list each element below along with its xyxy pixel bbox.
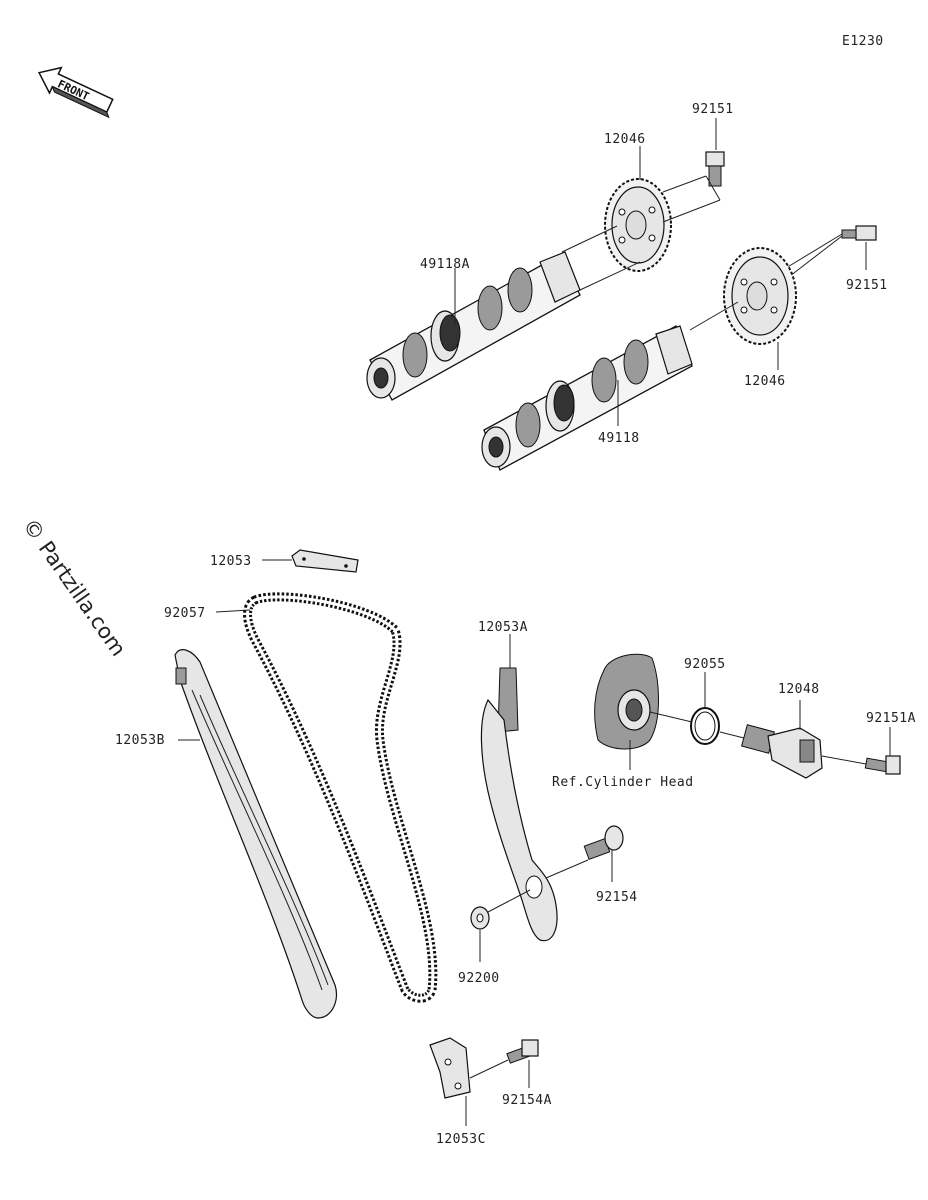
label-12053B: 12053B	[115, 733, 165, 748]
camshaft-49118	[481, 325, 693, 471]
label-92154A: 92154A	[502, 1093, 552, 1108]
label-92151-top: 92151	[692, 102, 734, 117]
bolt-92151A	[864, 755, 901, 775]
label-92057: 92057	[164, 606, 206, 621]
sprocket-12046-top	[604, 178, 672, 272]
label-92055: 92055	[684, 657, 726, 672]
bolt-92151-right	[841, 225, 877, 241]
label-49118A: 49118A	[420, 257, 470, 272]
label-92151A: 92151A	[866, 711, 916, 726]
tensioner-arm-12053A	[480, 667, 558, 942]
label-12053A: 12053A	[478, 620, 528, 635]
watermark-text: © Partzilla.com	[18, 514, 131, 661]
watermark: © Partzilla.com	[18, 514, 131, 661]
label-49118: 49118	[598, 431, 640, 446]
cylinder-head-ref	[594, 653, 659, 750]
timing-chain-92057	[243, 592, 438, 1003]
camshaft-49118A	[366, 251, 581, 401]
ref-cylinder-head: Ref.Cylinder Head	[552, 775, 694, 790]
tensioner-12048	[741, 724, 823, 779]
guide-12053	[291, 549, 359, 573]
bolt-92154A	[506, 1039, 539, 1064]
bolt-92151-top	[705, 151, 725, 187]
diagram-code: E1230	[842, 34, 884, 49]
bolt-92154	[583, 825, 624, 860]
label-12053C: 12053C	[436, 1132, 486, 1147]
label-92200: 92200	[458, 971, 500, 986]
label-12053: 12053	[210, 554, 252, 569]
label-12046-top: 12046	[604, 132, 646, 147]
label-12046-bottom: 12046	[744, 374, 786, 389]
label-12048: 12048	[778, 682, 820, 697]
label-92151-right: 92151	[846, 278, 888, 293]
label-92154: 92154	[596, 890, 638, 905]
front-arrow-icon: FRONT	[37, 66, 114, 119]
oring-92055	[690, 707, 720, 745]
sprocket-12046-bottom	[723, 247, 797, 345]
bracket-12053C	[429, 1037, 471, 1099]
chain-guide-12053B	[174, 649, 338, 1019]
washer-92200	[470, 906, 490, 930]
